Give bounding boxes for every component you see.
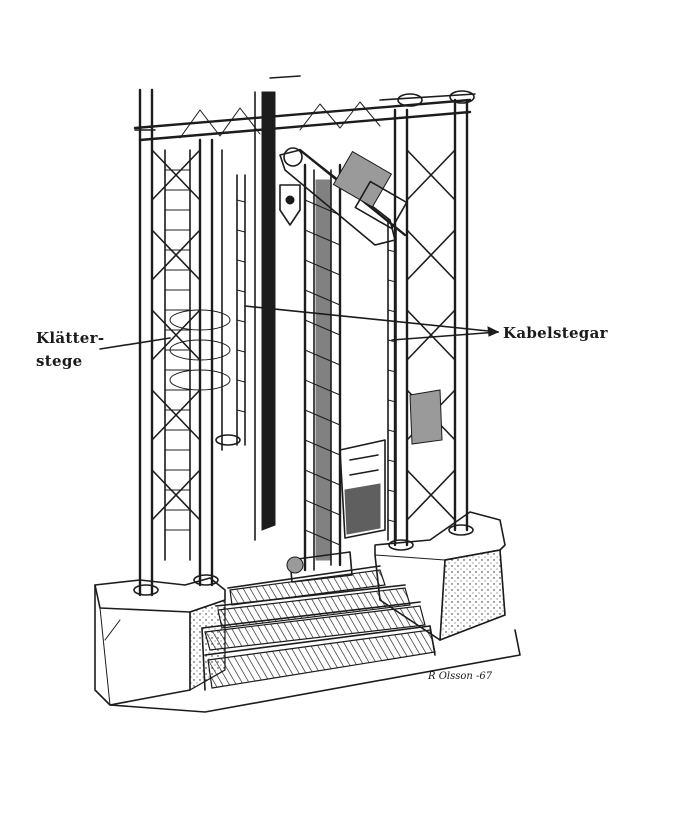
floor bbox=[109, 75, 521, 713]
entrance-stairs bbox=[201, 565, 436, 691]
label-climbing-ladder-line2: stege bbox=[36, 352, 83, 370]
central-mast bbox=[286, 163, 353, 583]
left-tower bbox=[133, 88, 241, 597]
right-tower bbox=[388, 98, 474, 551]
label-cable-trays: Kabelstegar bbox=[503, 324, 608, 342]
leader-lines bbox=[99, 305, 500, 350]
right-plinth bbox=[374, 511, 506, 641]
climbing-ladder bbox=[164, 149, 231, 561]
top-crossbeam bbox=[133, 90, 476, 142]
hoist-machinery bbox=[279, 147, 408, 246]
control-cabinets bbox=[339, 389, 443, 539]
label-climbing-ladder-line1: Klätter- bbox=[36, 329, 105, 347]
artist-signature: R Olsson -67 bbox=[428, 671, 493, 682]
cable-trays bbox=[236, 174, 397, 541]
guide-rail bbox=[254, 91, 276, 541]
